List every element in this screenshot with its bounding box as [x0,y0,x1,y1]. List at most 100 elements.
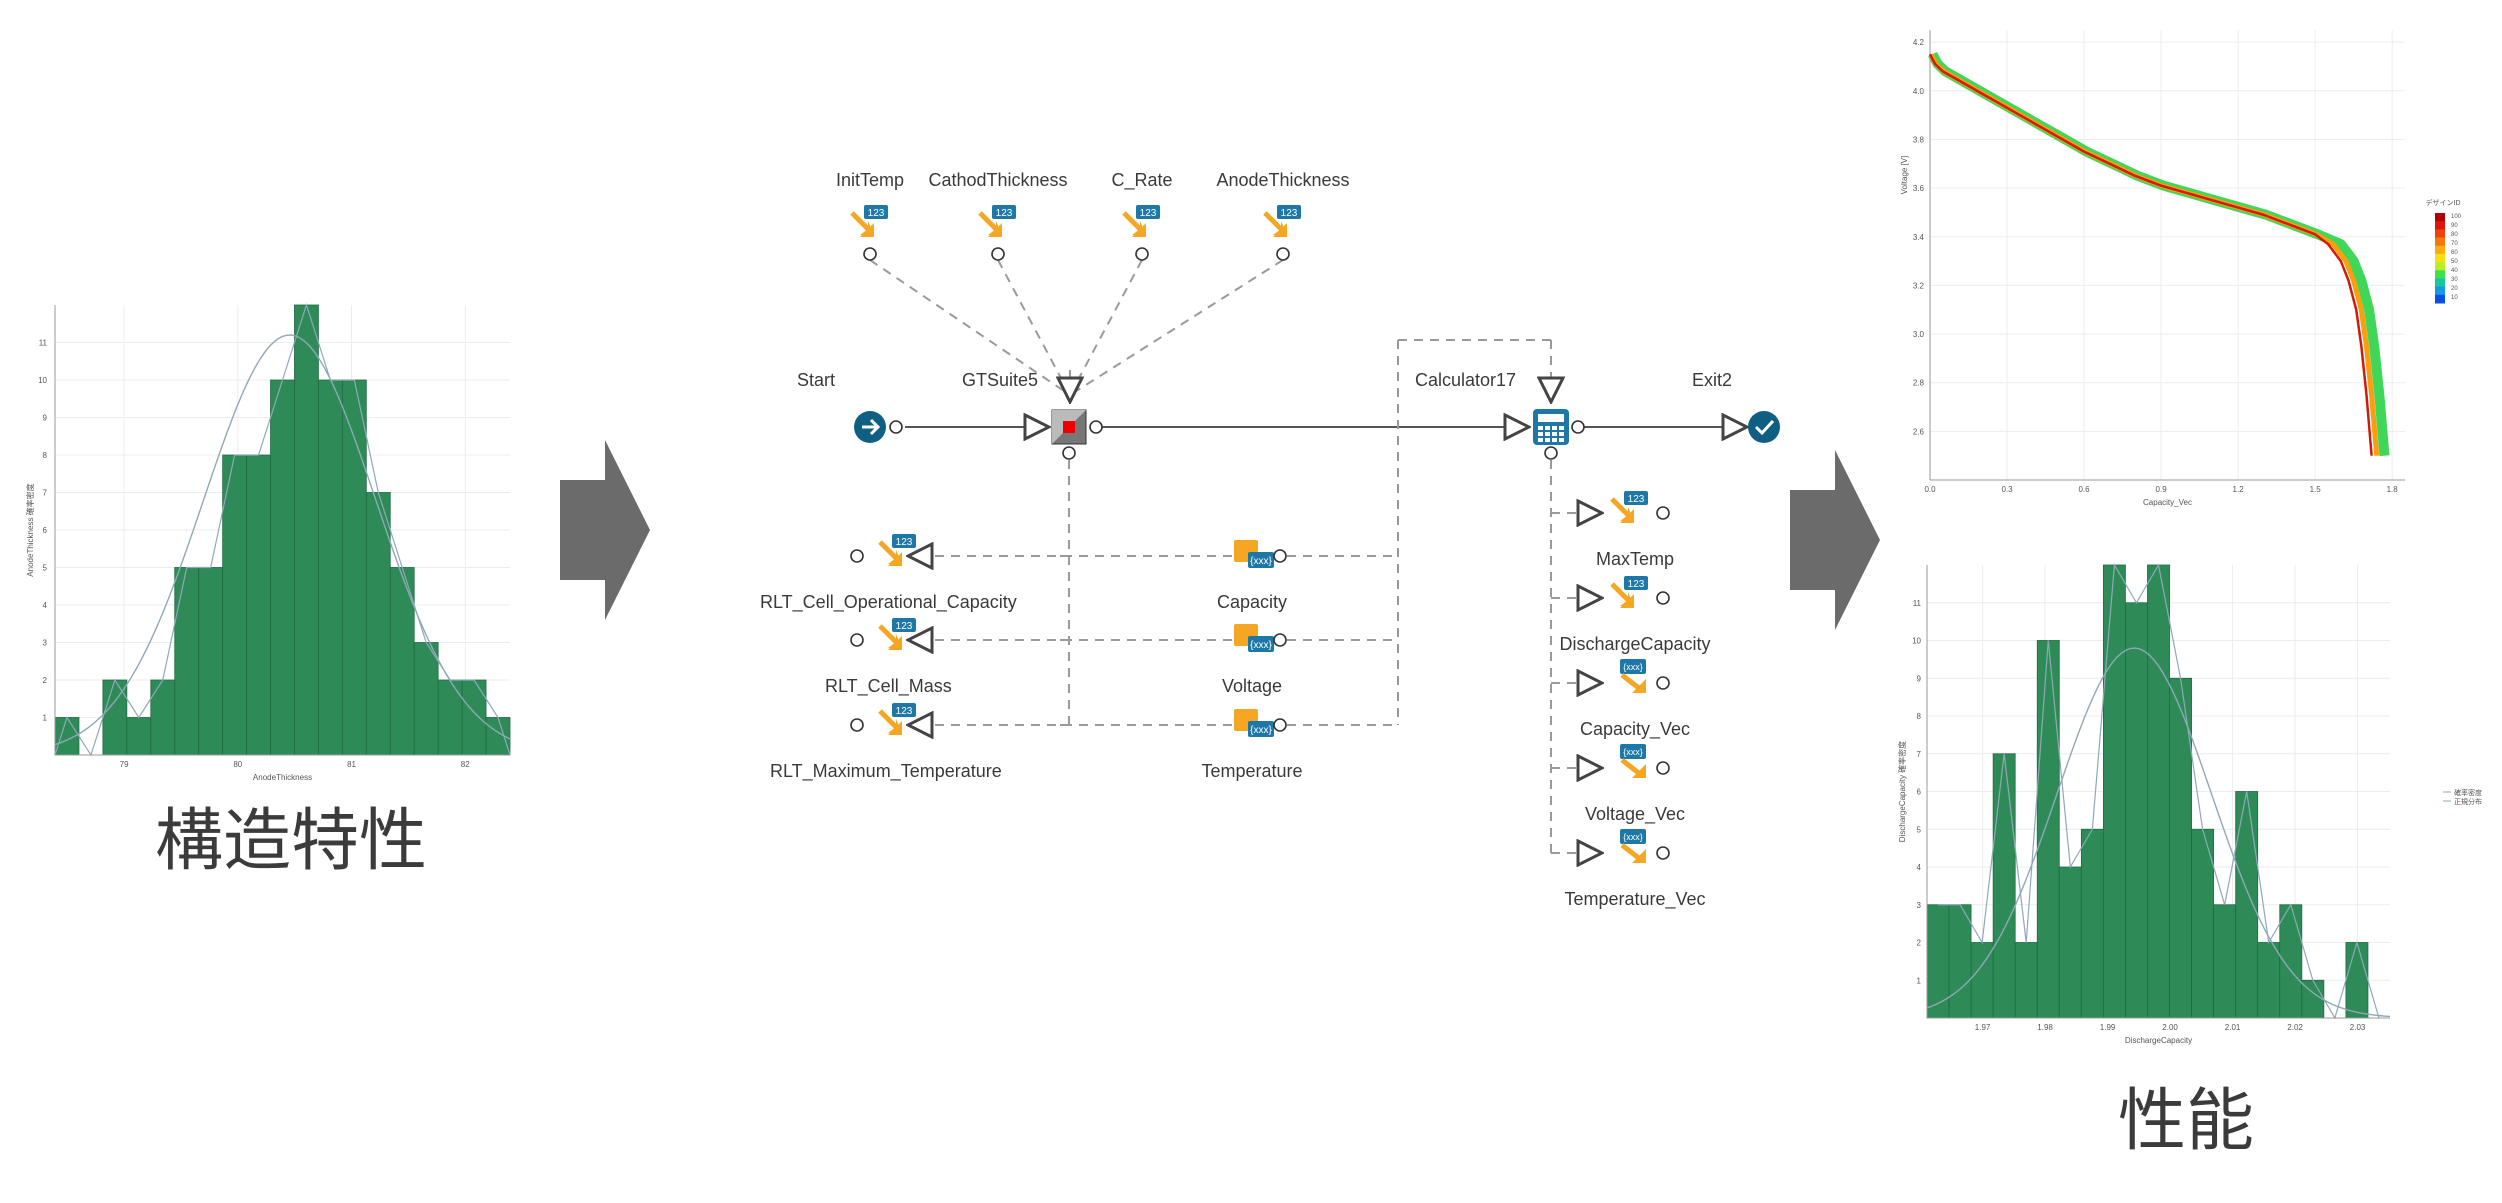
calculator-key [1559,426,1564,430]
badge-text: {xxx} [1623,832,1643,842]
orange-arrow-shaft [1620,843,1642,861]
x-tick-label: 1.8 [2387,485,2399,494]
calculator-key [1545,438,1550,442]
badge [864,205,888,219]
node-label: DischargeCapacity [1559,634,1711,654]
histogram-bar [2014,942,2038,1019]
port-circle [1089,420,1103,434]
x-tick-label: 81 [347,760,356,769]
vector-output-icon: {xxx} [1620,659,1646,693]
x-tick-label: 79 [120,760,129,769]
y-tick-label: 2.8 [1913,379,1925,388]
arrow-right-icon [560,440,650,620]
calculator-key [1559,438,1564,442]
performance-caption: 性能 [2118,1082,2255,1161]
frequency-polygon [1938,563,2380,1020]
orange-arrow-head [888,552,902,566]
node-label: Capacity [1216,592,1288,612]
port-circle [1273,633,1287,647]
node-label: RLT_Cell_Mass [825,676,952,696]
orange-arrow-head [1273,223,1287,237]
input-parameter-icon: 123 [1122,205,1160,237]
badge-text: 123 [1628,579,1645,590]
y-tick-label: 3 [43,639,48,648]
port-circle [889,420,903,434]
y-tick-label: 9 [1917,674,1922,683]
y-axis-label: DischargeCapacity 確率密度 [1897,741,1907,842]
legend-tick-label: 20 [2451,286,2458,292]
histogram-bar [2147,564,2170,1019]
orange-arrow-shaft [850,211,872,233]
y-tick-label: 11 [1913,599,1922,608]
x-tick-label: 0.9 [2156,485,2168,494]
histogram-bar [1992,753,2016,1019]
legend-tick-label: 10 [2451,295,2458,301]
badge-text: 123 [1281,208,1298,219]
badge [1248,721,1274,737]
badge-text: 123 [896,537,913,548]
legend-color-swatch [2435,286,2445,296]
voltage-curve [1928,51,2390,457]
y-tick-label: 1 [43,714,48,723]
x-axis-label: Capacity_Vec [2143,498,2192,507]
legend-tick-label: 50 [2451,259,2458,265]
port-circle [1571,420,1585,434]
node-label: GTSuite5 [962,370,1039,390]
node-label: Temperature [1201,761,1303,781]
output-parameter-icon: 123 [878,703,916,735]
x-tick-label: 1.5 [2310,485,2322,494]
legend-color-swatch [2435,213,2445,222]
port-circle [1135,247,1149,261]
x-tick-label: 0.0 [1924,485,1936,494]
y-tick-label: 3 [1917,901,1922,910]
dashed-connector [1069,259,1143,396]
voltage-curve [1928,53,2380,456]
histogram-bar [2080,828,2104,1019]
x-tick-label: 1.97 [1975,1023,1991,1032]
badge [1620,744,1646,759]
orange-arrow-shaft [1610,582,1632,604]
badge [1277,205,1301,219]
node-label: Temperature_Vec [1564,889,1706,909]
badge-text: {xxx} [1250,725,1272,736]
histogram-bar [2345,942,2369,1019]
orange-arrow-head [888,721,902,735]
y-tick-label: 7 [43,489,48,498]
variable-icon: {xxx} [1234,540,1274,568]
y-tick-label: 10 [1912,637,1921,646]
y-tick-label: 3.4 [1913,233,1925,242]
port-circle [1656,591,1670,605]
output-parameter-icon: 123 [1610,491,1648,523]
y-tick-label: 3.8 [1913,135,1925,144]
output-parameter-icon: 123 [1610,576,1648,608]
node-label: MaxTemp [1595,549,1675,569]
x-tick-label: 1.98 [2037,1023,2053,1032]
node-label: Calculator17 [1415,370,1517,390]
orange-arrow-head [888,636,902,650]
y-tick-label: 4 [43,601,48,610]
badge-text: {xxx} [1623,662,1643,672]
calculator-key [1559,432,1564,436]
calculator-key [1545,426,1550,430]
badge-text: {xxx} [1250,640,1272,651]
voltage-curve [1928,53,2373,456]
orange-arrow-head [988,223,1002,237]
input-parameter-icon: 123 [850,205,888,237]
legend-color-swatch [2435,229,2445,239]
badge-text: 123 [1628,494,1645,505]
badge [1624,576,1648,590]
dashed-connector [869,259,1071,396]
orange-arrow-shaft [878,540,900,562]
y-tick-label: 8 [1917,712,1922,721]
port-circle [1656,676,1670,690]
dashed-connector [1069,259,1284,396]
badge [892,618,916,632]
histogram-bar [2257,942,2281,1019]
x-tick-label: 1.99 [2100,1023,2116,1032]
node-label: CathodThickness [928,170,1068,190]
legend-color-swatch [2435,270,2445,279]
vector-output-icon: {xxx} [1620,829,1646,863]
